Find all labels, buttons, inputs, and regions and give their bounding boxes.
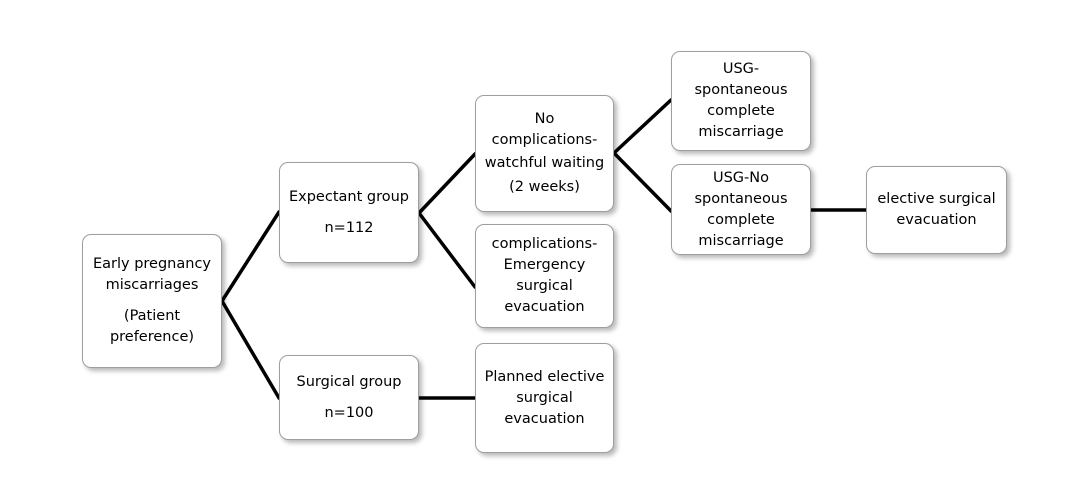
node-text-line: Planned elective (484, 368, 605, 385)
node-text-line: No (534, 110, 555, 127)
node-text-line: Early pregnancy (92, 256, 212, 272)
node-text-line: complications- (491, 236, 598, 252)
node-text-line: n=112 (324, 219, 374, 236)
node-text-line: Emergency (503, 257, 586, 273)
node-text-line: complete (707, 103, 775, 119)
connector-root-to-surgical (220, 299, 281, 400)
node-text-line: Expectant group (288, 188, 409, 205)
node-text-line: evacuation (896, 212, 977, 228)
node-no-complications: No complications- watchful waiting (2 we… (475, 95, 614, 212)
node-text-line: elective surgical (877, 191, 996, 207)
node-surgical-group: Surgical group n=100 (279, 355, 419, 440)
node-text-line: Surgical group (296, 373, 402, 390)
node-usg-spontaneous-complete: USG- spontaneous complete miscarriage (671, 51, 811, 151)
connector-root-to-expectant (220, 210, 281, 303)
node-text-line: surgical (516, 278, 573, 294)
node-text-line: evacuation (504, 410, 585, 427)
node-text-line: (2 weeks) (509, 178, 580, 195)
node-planned-elective-surgical-evacuation: Planned elective surgical evacuation (475, 343, 614, 453)
node-text-line: surgical (516, 389, 573, 406)
node-text-line: n=100 (324, 404, 374, 421)
connector-no-complications-to-usg-no (612, 151, 673, 213)
node-text-line: spontaneous (694, 82, 788, 98)
node-text-line: miscarriages (105, 277, 199, 293)
node-elective-surgical-evacuation: elective surgical evacuation (866, 166, 1007, 254)
connector-no-complications-to-usg-complete (612, 98, 673, 155)
node-expectant-group: Expectant group n=112 (279, 162, 419, 263)
node-text-line: spontaneous (694, 190, 788, 207)
node-text-line: complete (707, 211, 775, 228)
node-complications: complications- Emergency surgical evacua… (475, 224, 614, 328)
node-text-line: USG-No (712, 169, 769, 186)
node-text-line: USG- (722, 61, 760, 77)
node-text-line: watchful waiting (484, 154, 605, 171)
node-text-line: miscarriage (698, 124, 784, 140)
node-early-pregnancy-miscarriages: Early pregnancy miscarriages (Patient pr… (82, 234, 222, 368)
node-text-line: preference) (109, 329, 195, 345)
node-text-line: miscarriage (698, 232, 784, 249)
connector-expectant-to-no-complications (417, 152, 477, 215)
node-usg-no-spontaneous-complete: USG-No spontaneous complete miscarriage (671, 164, 811, 255)
node-text-line: evacuation (504, 299, 585, 315)
node-text-line: (Patient (123, 308, 181, 324)
connector-expectant-to-complications (417, 211, 477, 289)
node-text-line: complications- (491, 131, 598, 148)
